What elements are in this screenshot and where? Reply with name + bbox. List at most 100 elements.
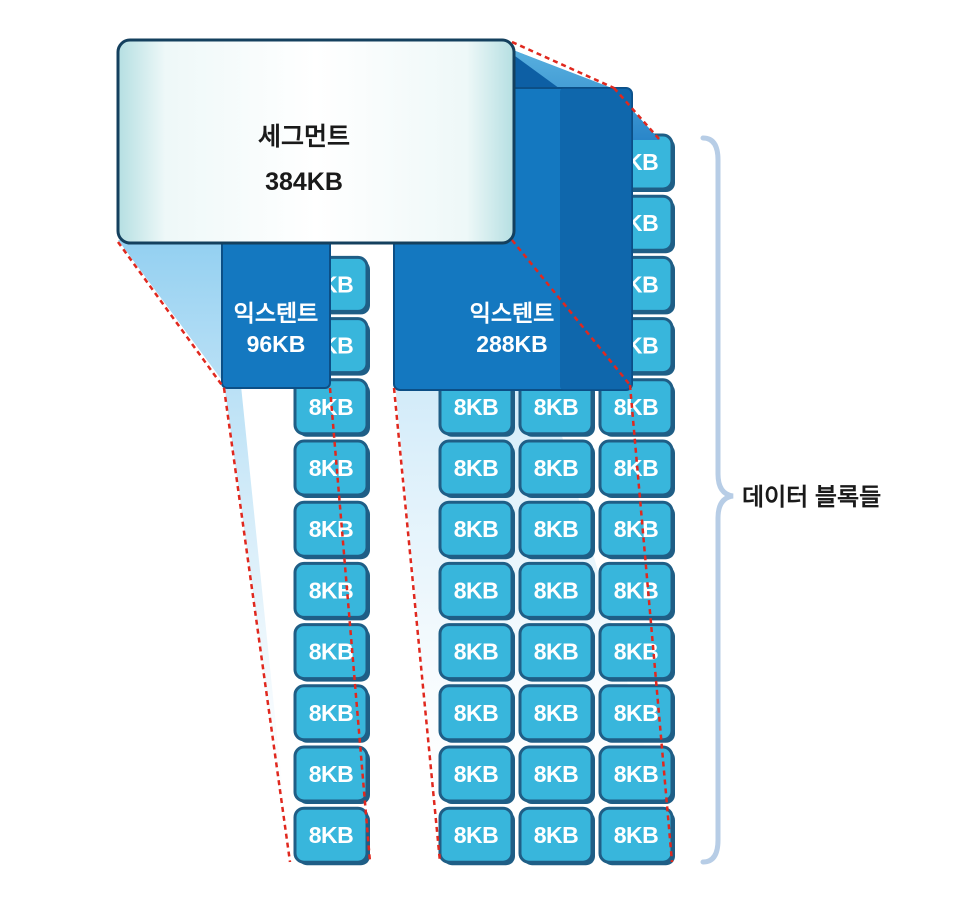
data-block-label: 8KB [454, 394, 499, 420]
data-block-label: 8KB [534, 455, 579, 481]
data-block-label: 8KB [309, 761, 354, 787]
data-block-face [438, 745, 514, 803]
data-block-face [438, 623, 514, 681]
leader-line [328, 387, 372, 863]
data-block-label: 8KB [309, 639, 354, 665]
data-block-face [598, 378, 674, 436]
data-block: 8KB [598, 745, 675, 804]
data-block-label: 8KB [309, 700, 354, 726]
data-block-label: 8KB [614, 761, 659, 787]
data-block: 8KB [598, 378, 675, 437]
data-block-label: 8KB [309, 455, 354, 481]
data-block-label: 8KB [454, 516, 499, 542]
leader-line [511, 40, 615, 90]
data-block: 8KB [438, 623, 515, 682]
data-block-label: 8KB [614, 577, 659, 603]
leader-line [628, 384, 674, 863]
data-block-face [293, 623, 369, 681]
data-block-label: 8KB [534, 639, 579, 665]
data-block-label: 8KB [534, 700, 579, 726]
data-block: 8KB [598, 439, 675, 498]
data-block: 8KB [598, 684, 675, 743]
data-block-face [598, 684, 674, 742]
data-block-label: 8KB [309, 822, 354, 848]
data-block-label: 8KB [534, 577, 579, 603]
data-block-face [293, 684, 369, 742]
data-block-label: 8KB [614, 822, 659, 848]
data-block-label: 8KB [454, 639, 499, 665]
extent-2-title: 익스텐트 [470, 300, 555, 326]
data-block-face [518, 623, 594, 681]
data-block: 8KB [598, 500, 675, 560]
data-block: 8KB [598, 806, 675, 866]
data-block-label: 8KB [454, 455, 499, 481]
data-block-face [518, 684, 594, 742]
data-block: 8KB [293, 561, 370, 621]
data-block-label: 8KB [454, 822, 499, 848]
data-block-face [598, 745, 674, 803]
data-block: 8KB [293, 806, 370, 866]
data-block: 8KB [518, 378, 595, 437]
segment-size: 384KB [265, 168, 343, 196]
data-block-face [438, 806, 514, 864]
data-block: 8KB [438, 806, 515, 866]
data-block: 8KB [598, 623, 675, 682]
extent-2-size: 288KB [476, 331, 548, 357]
data-block: 8KB [438, 378, 515, 437]
data-block-face [598, 806, 674, 864]
data-block-label: 8KB [614, 516, 659, 542]
data-block: 8KB [598, 561, 675, 621]
data-block-face [518, 561, 594, 619]
data-block: 8KB [293, 500, 370, 560]
data-block: 8KB [438, 439, 515, 498]
segment-box: 세그먼트 384KB [116, 38, 516, 245]
data-blocks-brace [700, 135, 734, 865]
leader-line [116, 241, 226, 389]
data-block: 8KB [293, 684, 370, 743]
data-block: 8KB [518, 684, 595, 743]
data-block-face [598, 500, 674, 558]
leader-line [613, 87, 661, 141]
data-block-face [438, 439, 514, 497]
data-block: 8KB [518, 439, 595, 498]
leader-lines [116, 40, 674, 863]
data-block-face [438, 684, 514, 742]
data-block-face [518, 806, 594, 864]
data-block-face [293, 439, 369, 497]
data-block-face [293, 500, 369, 558]
data-block-face [598, 561, 674, 619]
leader-line [392, 387, 442, 863]
data-block-face [518, 745, 594, 803]
data-block: 8KB [518, 745, 595, 804]
data-block-face [518, 500, 594, 558]
data-block-face [293, 745, 369, 803]
extent-1: 익스텐트 96KB [221, 239, 331, 389]
data-block-label: 8KB [534, 761, 579, 787]
data-block-label: 8KB [309, 577, 354, 603]
data-block: 8KB [518, 500, 595, 560]
data-block-face [293, 806, 369, 864]
data-block: 8KB [293, 745, 370, 804]
leader-line [222, 387, 292, 863]
data-block-label: 8KB [454, 700, 499, 726]
data-block: 8KB [293, 623, 370, 682]
data-block-label: 8KB [534, 822, 579, 848]
data-block-face [438, 500, 514, 558]
extent-1-size: 96KB [247, 331, 306, 357]
data-block: 8KB [518, 561, 595, 621]
segment-title: 세그먼트 [258, 123, 350, 151]
data-block: 8KB [293, 439, 370, 498]
data-block: 8KB [438, 561, 515, 621]
data-block: 8KB [518, 806, 595, 866]
data-block-label: 8KB [614, 394, 659, 420]
data-blocks-grid: 8KB8KB8KB8KB8KB8KB8KB8KB8KB8KB8KB8KB8KB8… [293, 133, 675, 866]
leader-line [511, 239, 631, 386]
data-block-label: 8KB [614, 700, 659, 726]
data-block-label: 8KB [614, 639, 659, 665]
extent-1-funnel [118, 240, 290, 862]
data-block: 8KB [438, 684, 515, 743]
data-block-label: 8KB [309, 516, 354, 542]
data-block-face [438, 561, 514, 619]
data-block: 8KB [438, 500, 515, 560]
